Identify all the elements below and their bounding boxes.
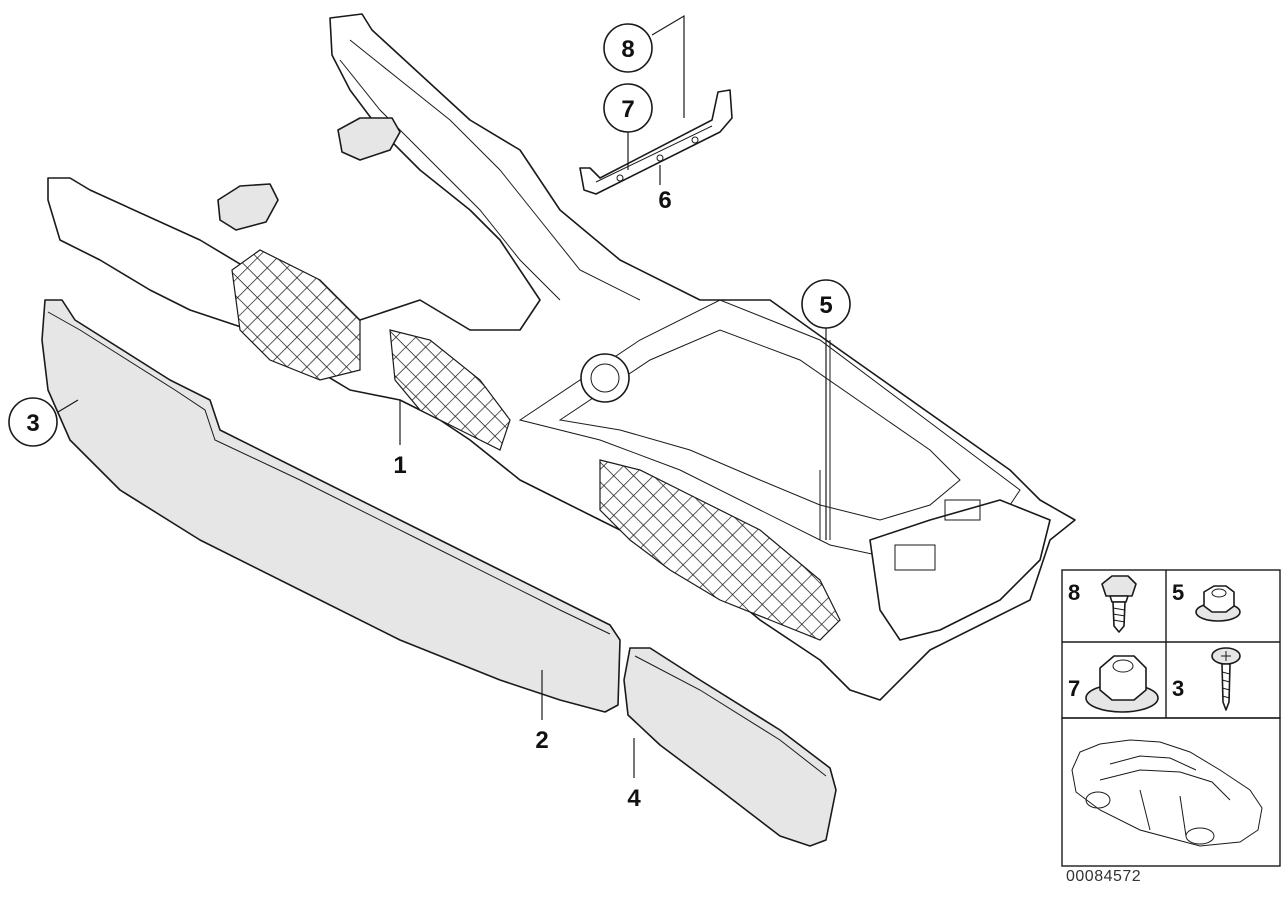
console-body <box>47 13 1076 701</box>
callout-1-label: 1 <box>393 452 406 479</box>
callout-2-label: 2 <box>535 727 548 754</box>
fastener-3-label: 3 <box>1172 676 1184 701</box>
callout-3-label: 3 <box>26 410 39 437</box>
hex-nut-icon <box>1085 655 1159 713</box>
flange-nut-icon <box>1195 585 1241 622</box>
fastener-5-label: 5 <box>1172 580 1184 605</box>
side-trim-short <box>623 647 837 847</box>
document-number: 00084572 <box>1066 868 1142 885</box>
fastener-8-label: 8 <box>1068 580 1080 605</box>
bracket <box>579 89 733 195</box>
vehicle-panel <box>1061 717 1281 867</box>
car-silhouette-icon <box>1071 739 1263 847</box>
callout-4-label: 4 <box>627 785 641 812</box>
screw-icon <box>1211 647 1241 711</box>
callout-7-label: 7 <box>621 96 634 123</box>
fastener-7-label: 7 <box>1068 676 1080 701</box>
callout-3: 3 <box>8 397 58 447</box>
callout-5: 5 <box>801 279 851 329</box>
leader-lines <box>57 14 827 778</box>
callout-5-label: 5 <box>819 292 832 319</box>
callout-6-label: 6 <box>658 187 671 214</box>
callout-7: 7 <box>603 83 653 133</box>
side-trim-long <box>41 299 621 713</box>
callout-8: 8 <box>603 23 653 73</box>
fastener-panel: 8 5 7 3 <box>1061 569 1281 719</box>
bolt-icon <box>1101 575 1137 633</box>
callout-8-label: 8 <box>621 36 634 63</box>
